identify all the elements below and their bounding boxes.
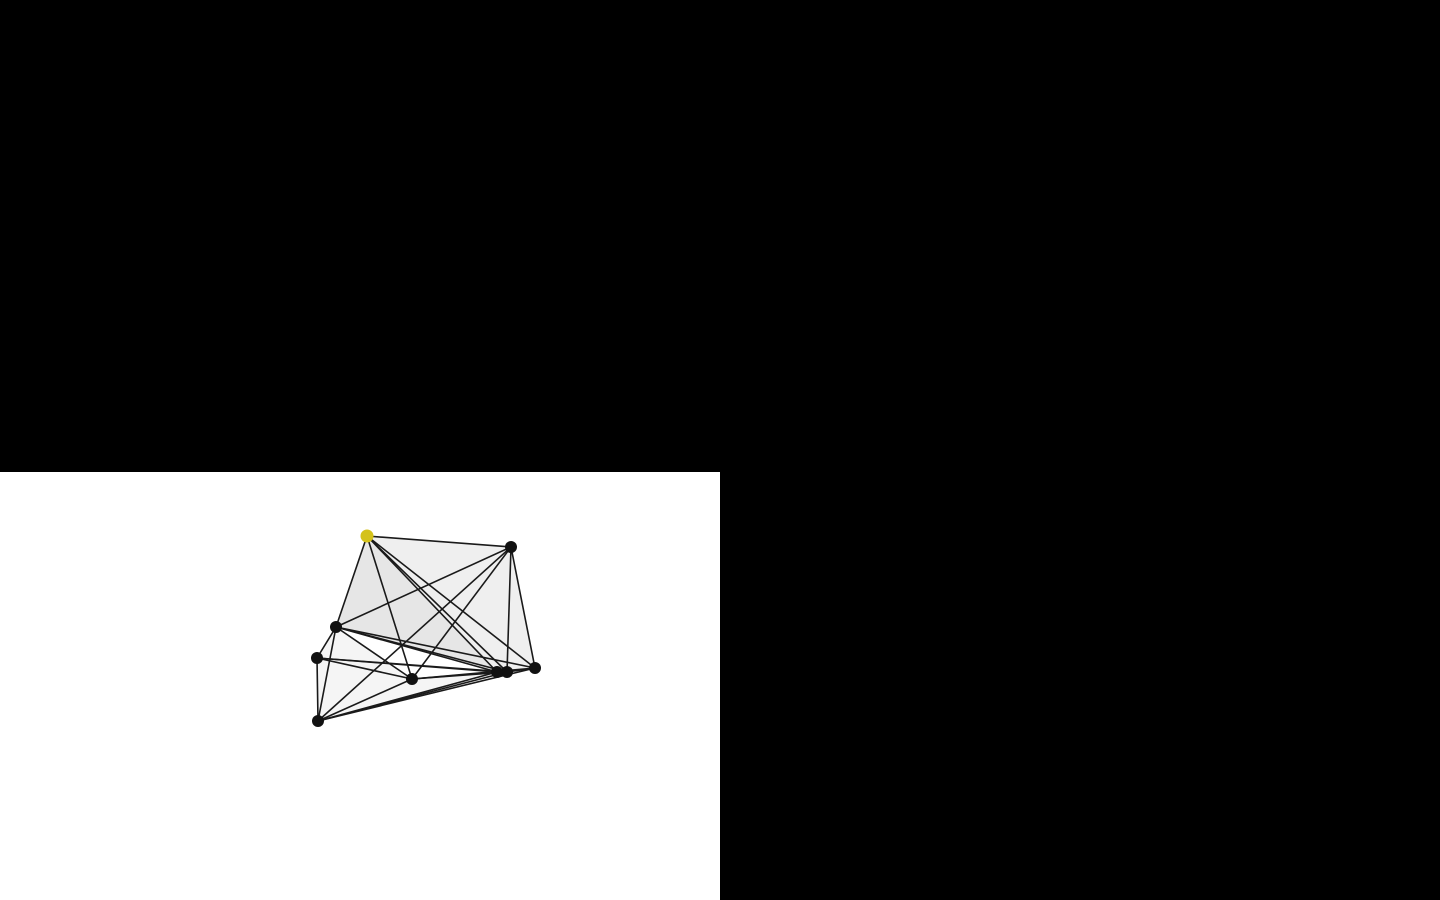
polytope-vertex[interactable] bbox=[505, 541, 517, 553]
polytope-viewport[interactable] bbox=[0, 472, 720, 900]
polytope-edge bbox=[510, 546, 536, 669]
polytope-wireframe[interactable] bbox=[0, 472, 720, 900]
polytope-edge bbox=[316, 657, 319, 722]
polytope-vertex[interactable] bbox=[312, 715, 324, 727]
polytope-edge bbox=[411, 546, 512, 680]
polytope-edge bbox=[317, 671, 498, 722]
polytope-face bbox=[317, 627, 412, 721]
polytope-edge bbox=[316, 657, 413, 680]
polytope-vertex[interactable] bbox=[529, 662, 541, 674]
polytope-edge bbox=[366, 535, 512, 548]
polytope-edge bbox=[335, 626, 498, 673]
polytope-vertex[interactable] bbox=[330, 621, 342, 633]
polytope-edge bbox=[411, 671, 498, 680]
polytope-edge bbox=[366, 535, 498, 673]
selected-vertex[interactable] bbox=[360, 529, 374, 543]
polytope-edge bbox=[366, 535, 508, 673]
polytope-edge bbox=[316, 657, 498, 673]
polytope-edge bbox=[335, 535, 368, 628]
polytope-vertex[interactable] bbox=[311, 652, 323, 664]
polytope-edge bbox=[335, 626, 413, 680]
polytope-edge bbox=[335, 626, 536, 669]
polytope-edge bbox=[506, 546, 512, 673]
polytope-edge bbox=[317, 678, 413, 722]
polytope-edge bbox=[317, 626, 337, 722]
polytope-edge bbox=[366, 535, 413, 680]
polytope-vertices[interactable] bbox=[311, 529, 541, 728]
polytope-vertex[interactable] bbox=[491, 666, 503, 678]
polytope-edge bbox=[317, 546, 512, 722]
polytope-vertex[interactable] bbox=[406, 673, 418, 685]
polytope-vertex[interactable] bbox=[501, 666, 513, 678]
polytope-edges bbox=[316, 535, 536, 722]
polytope-edge bbox=[316, 626, 337, 659]
polytope-edge bbox=[335, 546, 512, 628]
